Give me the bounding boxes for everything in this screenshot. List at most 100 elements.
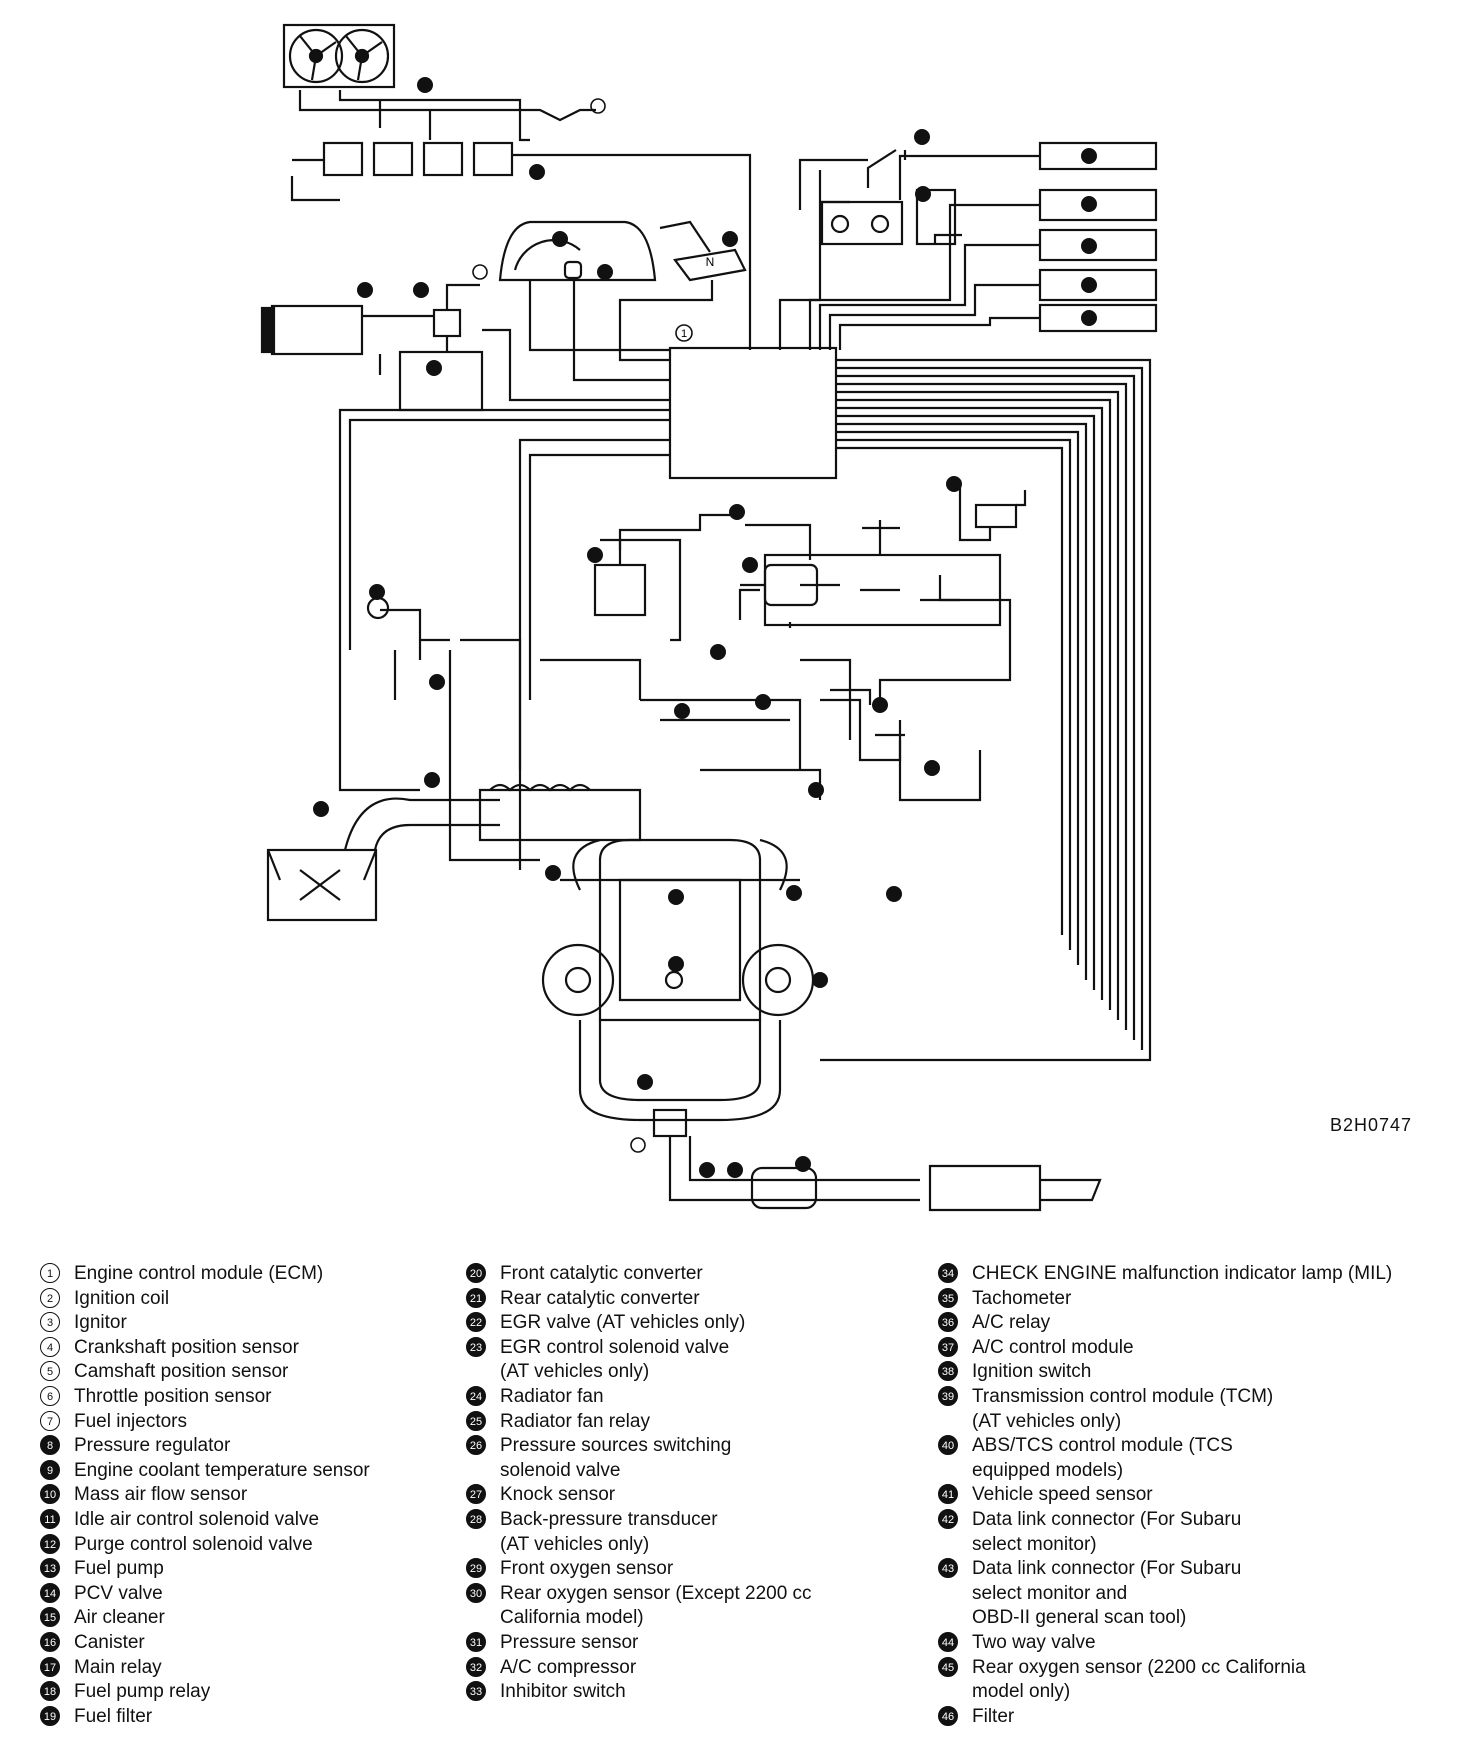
legend-item: 18 Fuel pump relay <box>40 1680 370 1705</box>
engine-control-system-diagram: 1 N <box>260 23 1158 1212</box>
marker-ecm: 1 <box>675 324 693 342</box>
exhaust-system <box>578 1020 1102 1212</box>
legend-number: 38 <box>938 1361 958 1382</box>
legend-number: 39 <box>938 1385 958 1406</box>
legend-text: Camshaft position sensor <box>74 1360 288 1385</box>
legend-line: select monitor and <box>972 1582 1128 1604</box>
legend-line: Front catalytic converter <box>500 1263 703 1284</box>
legend-number: 24 <box>466 1385 486 1406</box>
legend-text: Two way valve <box>972 1631 1096 1656</box>
legend-number: 36 <box>938 1312 958 1333</box>
legend-item: 30 Rear oxygen sensor (Except 2200 cc Cali… <box>466 1582 812 1631</box>
legend-text: EGR control solenoid valve(AT vehicles o… <box>500 1336 729 1385</box>
legend-text: Front oxygen sensor <box>500 1557 673 1582</box>
legend-line: Engine control module (ECM) <box>74 1263 324 1284</box>
legend-number: 26 <box>466 1435 486 1456</box>
legend-line: Mass air flow sensor <box>74 1484 248 1506</box>
legend-text: Mass air flow sensor <box>74 1483 247 1508</box>
legend-number: 33 <box>466 1681 486 1702</box>
legend-number: 13 <box>40 1558 60 1579</box>
legend-text: A/C control module <box>972 1336 1134 1361</box>
legend-line: Ignition switch <box>972 1361 1092 1383</box>
legend-number: 1 <box>40 1263 60 1283</box>
figure-code: B2H0747 <box>1330 1115 1413 1135</box>
legend-number: 40 <box>938 1435 958 1456</box>
legend-line: OBD-II general scan tool) <box>972 1607 1187 1629</box>
legend-line: Pressure sources switching <box>500 1435 732 1457</box>
legend-number: 14 <box>40 1582 60 1603</box>
radiator-fan-assembly <box>282 23 396 89</box>
legend-text: Rear oxygen sensor (Except 2200 cc Califo… <box>500 1582 812 1631</box>
legend-line: Radiator fan <box>500 1385 604 1407</box>
legend-line: Fuel pump relay <box>74 1681 211 1703</box>
legend-number: 34 <box>938 1263 958 1283</box>
legend-number: 3 <box>40 1312 60 1333</box>
legend-number: 35 <box>938 1287 958 1308</box>
legend-line: (AT vehicles only) <box>500 1533 650 1555</box>
legend-number: 2 <box>40 1287 60 1308</box>
legend-line: Air cleaner <box>74 1607 165 1629</box>
legend-text: Engine control module (ECM) <box>74 1262 323 1287</box>
legend-number: 41 <box>938 1484 958 1505</box>
legend-number: 5 <box>40 1361 60 1382</box>
legend-number: 7 <box>40 1410 60 1431</box>
legend-item: 37 A/C control module <box>938 1336 1392 1361</box>
legend-item: 24 Radiator fan <box>466 1385 812 1410</box>
legend-number: 19 <box>40 1705 60 1726</box>
legend-line: Engine coolant temperature sensor <box>74 1459 370 1481</box>
legend-number: 37 <box>938 1336 958 1357</box>
legend-line: Back-pressure transducer <box>500 1508 718 1530</box>
legend-text: CHECK ENGINE malfunction indicator lamp … <box>972 1262 1392 1287</box>
legend-line: EGR control solenoid valve <box>500 1336 730 1358</box>
legend-text: Transmission control module (TCM)(AT veh… <box>972 1385 1273 1434</box>
legend-line: Knock sensor <box>500 1484 616 1506</box>
legend-text: Inhibitor switch <box>500 1680 626 1705</box>
legend-line: Ignitor <box>74 1312 127 1334</box>
legend-item: 34 CHECK ENGINE malfunction indicator lam… <box>938 1262 1392 1287</box>
legend-item: 10 Mass air flow sensor <box>40 1483 370 1508</box>
instrument-cluster <box>498 220 747 382</box>
legend-number: 11 <box>40 1508 60 1529</box>
legend-item: 7 Fuel injectors <box>40 1410 370 1435</box>
legend-line: Throttle position sensor <box>74 1385 272 1407</box>
legend-line: Rear oxygen sensor (Except 2200 cc <box>500 1582 812 1604</box>
legend-number: 42 <box>938 1508 958 1529</box>
legend-text: Main relay <box>74 1656 162 1681</box>
legend-number: 8 <box>40 1435 60 1456</box>
legend-number: 10 <box>40 1484 60 1505</box>
legend-number: 18 <box>40 1681 60 1702</box>
legend-number: 20 <box>466 1263 486 1283</box>
legend-line: Radiator fan relay <box>500 1410 650 1432</box>
legend-number: 46 <box>938 1705 958 1726</box>
legend-line: California model) <box>500 1607 644 1629</box>
legend-line: Crankshaft position sensor <box>74 1336 299 1358</box>
legend-text: Pressure sensor <box>500 1631 638 1656</box>
legend-line: Rear oxygen sensor (2200 cc California <box>972 1656 1306 1678</box>
legend-text: Ignition switch <box>972 1360 1091 1385</box>
legend-line: Data link connector (For Subaru <box>972 1508 1242 1530</box>
legend-text: EGR valve (AT vehicles only) <box>500 1311 745 1336</box>
legend-text: Engine coolant temperature sensor <box>74 1459 370 1484</box>
legend-number: 44 <box>938 1631 958 1652</box>
legend-number: 27 <box>466 1484 486 1505</box>
legend-number: 30 <box>466 1582 486 1603</box>
legend-text: A/C compressor <box>500 1656 636 1681</box>
legend-text: Fuel injectors <box>74 1410 187 1435</box>
legend-line: Transmission control module (TCM) <box>972 1385 1274 1407</box>
